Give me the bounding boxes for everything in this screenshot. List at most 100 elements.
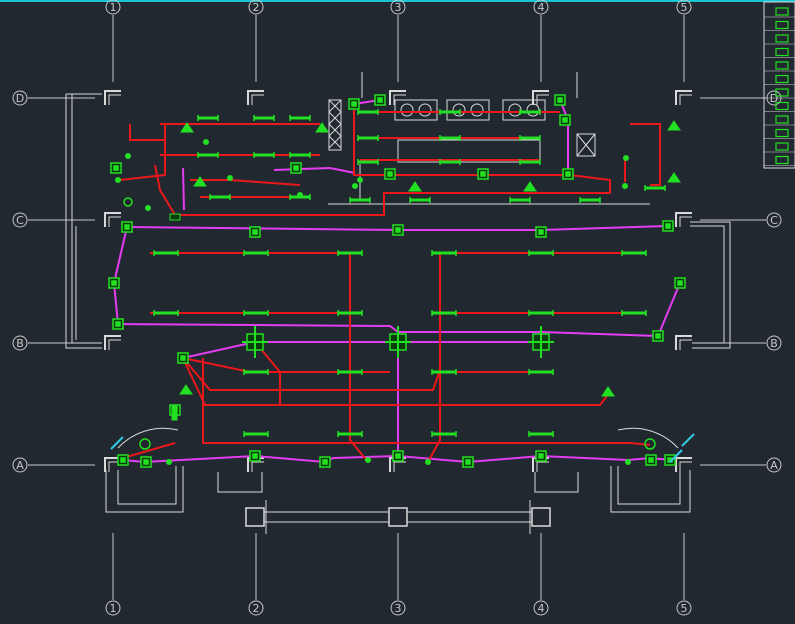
sink-unit	[576, 133, 596, 157]
junction-box-2-core-2	[395, 227, 401, 233]
structural-column-3-inner	[536, 94, 549, 105]
circuit-red-hall-riser-1	[349, 253, 369, 463]
legend-box	[763, 1, 795, 169]
wall-lamp-4	[315, 122, 329, 133]
axis-label-top-2: 2	[253, 1, 260, 14]
junction-box-26-core-26	[180, 355, 186, 361]
exit-sign-arrow-2	[669, 449, 683, 463]
switch-dot-1	[115, 177, 121, 183]
structural-column-2-inner	[393, 94, 406, 105]
switch-dot-3	[203, 139, 209, 145]
circuit-red-room-4	[154, 164, 176, 216]
duct-shaft	[328, 99, 342, 151]
axis-label-left-C: C	[16, 214, 24, 227]
fan-icon-left	[123, 197, 133, 207]
kitchen-counter	[397, 139, 541, 163]
circuit-red-lower-2	[182, 357, 611, 406]
junction-box-9-core-9	[120, 457, 126, 463]
circuit-red-room-3	[129, 124, 166, 141]
axis-bubble-bottom-1	[105, 600, 121, 616]
structural-column-9-inner	[108, 461, 121, 472]
structural-column-13	[675, 457, 692, 472]
junction-box-20-core-20	[557, 97, 563, 103]
wall-lamp-8	[179, 384, 193, 395]
legend-outlet-icon	[775, 74, 789, 84]
junction-box-19-core-19	[377, 97, 383, 103]
structural-column-6	[675, 212, 692, 227]
wall-lamp-2	[408, 181, 422, 192]
axis-bubble-top-4	[533, 0, 549, 15]
axis-label-top-5: 5	[681, 1, 688, 14]
wall-lamp-5	[667, 120, 681, 131]
equipment-burner-a-1	[452, 103, 466, 117]
door-arc-left	[117, 427, 179, 449]
wall-lamp-1	[193, 176, 207, 187]
junction-box-23-core-23	[480, 171, 486, 177]
duct-hatch-b-2	[328, 123, 342, 137]
axis-label-right-D: D	[770, 92, 778, 105]
circuit-red-room-5	[190, 179, 301, 186]
wall-left-inner	[71, 94, 102, 344]
wall-lamp-7	[601, 386, 615, 397]
legend-wall-lamp-icon	[775, 115, 789, 124]
structural-column-0-inner	[108, 94, 121, 105]
circuit-red-right-room	[630, 123, 661, 186]
lower-panel	[171, 405, 178, 421]
structural-column-4-inner	[679, 94, 692, 105]
legend-fluorescent-icon	[775, 142, 789, 151]
legend-fan-icon	[775, 88, 789, 97]
axis-label-right-B: B	[770, 337, 778, 350]
equipment-stove-1	[446, 99, 490, 121]
legend-junction-box-icon	[775, 7, 789, 16]
axis-label-bottom-4: 4	[538, 602, 545, 615]
structural-column-8-inner	[679, 339, 692, 350]
entrance-right-outer	[610, 466, 691, 513]
structural-column-1	[247, 90, 264, 105]
equipment-stove-0	[394, 99, 438, 121]
circuit-magenta-upper	[126, 225, 669, 231]
circuit-red-lower-5	[202, 358, 651, 446]
structural-column-6-inner	[679, 216, 692, 227]
exit-sign-arrow-0	[110, 436, 124, 450]
switch-dot-9	[622, 183, 628, 189]
axis-label-left-B: B	[16, 337, 24, 350]
distribution-panel	[169, 213, 181, 221]
structural-column-0	[104, 90, 121, 105]
junction-box-16-core-16	[648, 457, 654, 463]
switch-dot-6	[357, 177, 363, 183]
junction-box-15-core-15	[538, 453, 544, 459]
structural-column-13-inner	[679, 461, 692, 472]
top-rule	[0, 0, 795, 2]
axis-bubble-left-C	[12, 212, 28, 228]
switch-dot-2	[145, 205, 151, 211]
legend-panel-icon	[775, 47, 789, 57]
equipment-burner-b-2	[526, 103, 540, 117]
legend-socket-icon	[775, 34, 789, 43]
axis-label-top-4: 4	[538, 1, 545, 14]
circuit-magenta-branch-1	[182, 341, 256, 359]
entrance-right-inner	[617, 466, 681, 505]
axis-bubble-top-3	[390, 0, 406, 15]
axis-label-bottom-1: 1	[110, 602, 117, 615]
axis-bubble-top-1	[105, 0, 121, 15]
equipment-burner-a-2	[508, 103, 522, 117]
structural-column-4	[675, 90, 692, 105]
equipment-stove-2	[502, 99, 546, 121]
axis-label-bottom-3: 3	[395, 602, 402, 615]
circuit-magenta-left-room-2	[273, 166, 356, 174]
legend-distribution-box-icon	[775, 61, 789, 70]
switch-dot-13	[625, 459, 631, 465]
circuit-magenta-left-room	[182, 167, 185, 211]
base-column-2	[245, 507, 265, 527]
axis-label-right-C: C	[770, 214, 778, 227]
junction-box-24-core-24	[387, 171, 393, 177]
axis-label-bottom-5: 5	[681, 602, 688, 615]
axis-bubble-right-A	[766, 457, 782, 473]
switch-dot-12	[425, 459, 431, 465]
structural-column-3	[532, 90, 549, 105]
duct-hatch-b-1	[328, 111, 342, 125]
switch-dot-0	[125, 153, 131, 159]
junction-box-8-core-8	[677, 280, 683, 286]
switch-dot-8	[623, 155, 629, 161]
axis-bubble-right-B	[766, 335, 782, 351]
